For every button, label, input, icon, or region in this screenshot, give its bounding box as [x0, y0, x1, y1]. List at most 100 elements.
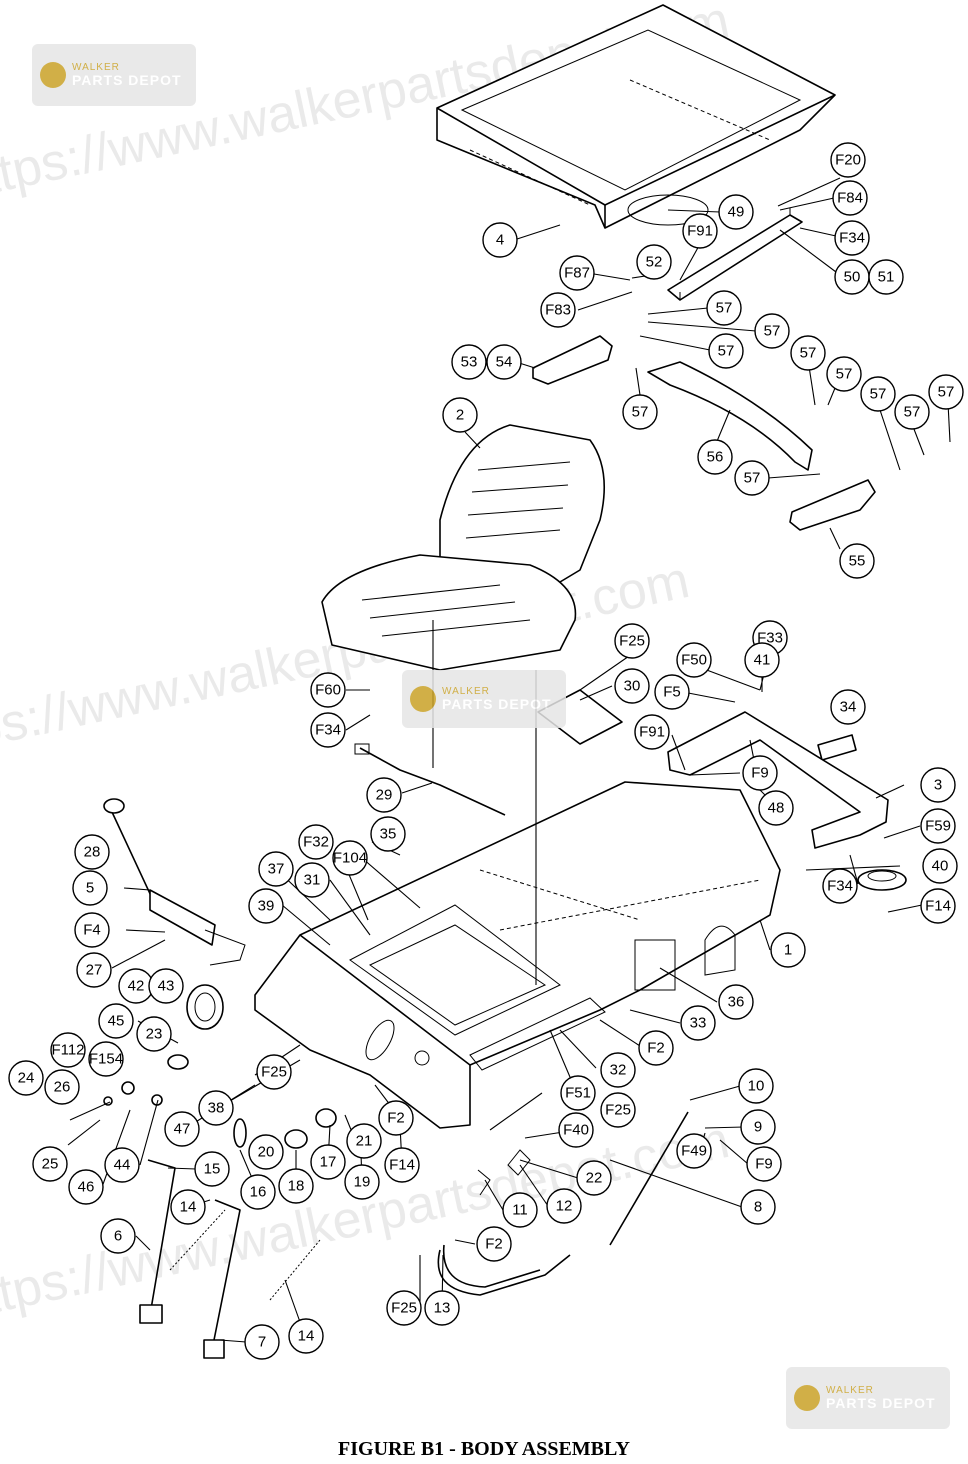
svg-text:10: 10	[748, 1078, 765, 1095]
callout-F154: F154	[88, 1041, 124, 1077]
callout-13: 13	[424, 1290, 460, 1326]
callout-5: 5	[72, 870, 108, 906]
callout-52: 52	[636, 244, 672, 280]
callout-F4: F4	[74, 912, 110, 948]
svg-text:42: 42	[128, 978, 145, 995]
callout-F60: F60	[310, 672, 346, 708]
callout-F32: F32	[298, 824, 334, 860]
svg-text:57: 57	[938, 384, 955, 401]
callout-51: 51	[868, 259, 904, 295]
svg-text:11: 11	[512, 1202, 528, 1219]
svg-text:F32: F32	[303, 834, 329, 851]
svg-text:23: 23	[146, 1026, 163, 1043]
svg-text:F25: F25	[605, 1102, 631, 1119]
callout-57b: 57	[754, 313, 790, 349]
callout-57f: 57	[860, 376, 896, 412]
svg-text:57: 57	[744, 470, 761, 487]
callout-F2b: F2	[378, 1100, 414, 1136]
svg-text:12: 12	[556, 1198, 573, 1215]
svg-text:F34: F34	[315, 722, 341, 739]
svg-text:18: 18	[288, 1178, 305, 1195]
svg-text:34: 34	[840, 699, 857, 716]
bed-tray-part	[436, 4, 836, 229]
callout-F59: F59	[920, 808, 956, 844]
svg-text:57: 57	[870, 386, 887, 403]
svg-text:51: 51	[878, 269, 895, 286]
callout-F84: F84	[832, 180, 868, 216]
pulley-part	[857, 869, 907, 891]
callout-F49: F49	[676, 1133, 712, 1169]
svg-text:F25: F25	[391, 1300, 417, 1317]
callout-F9a: F9	[742, 755, 778, 791]
pad-parts	[532, 335, 876, 531]
svg-text:45: 45	[108, 1013, 125, 1030]
lever-part	[103, 798, 246, 966]
svg-text:F9: F9	[755, 1156, 773, 1173]
badge-line2: PARTS DEPOT	[442, 696, 552, 712]
walker-logo-icon	[794, 1385, 820, 1411]
rod-cable-parts	[437, 1111, 689, 1296]
svg-text:F91: F91	[639, 724, 665, 741]
callout-34: 34	[830, 689, 866, 725]
svg-text:F84: F84	[837, 190, 863, 207]
svg-text:21: 21	[356, 1133, 373, 1150]
svg-text:57: 57	[632, 404, 649, 421]
callout-43: 43	[148, 968, 184, 1004]
callout-32: 32	[600, 1052, 636, 1088]
svg-text:F49: F49	[681, 1143, 707, 1160]
callout-16: 16	[240, 1174, 276, 1210]
svg-text:F83: F83	[545, 302, 571, 319]
svg-text:F112: F112	[51, 1042, 84, 1059]
svg-text:3: 3	[934, 777, 942, 794]
svg-text:F2: F2	[647, 1040, 665, 1057]
callout-57j: 57	[734, 460, 770, 496]
channel-part	[817, 734, 857, 761]
callout-4: 4	[482, 222, 518, 258]
callout-F2c: F2	[476, 1226, 512, 1262]
svg-text:57: 57	[836, 366, 853, 383]
svg-text:55: 55	[849, 553, 866, 570]
svg-text:35: 35	[380, 826, 397, 843]
callout-F25d: F25	[386, 1290, 422, 1326]
svg-text:57: 57	[718, 343, 735, 360]
walker-logo-icon	[410, 686, 436, 712]
svg-text:38: 38	[208, 1100, 225, 1117]
callout-12: 12	[546, 1188, 582, 1224]
callout-F2a: F2	[638, 1030, 674, 1066]
badge-line2: PARTS DEPOT	[72, 72, 182, 88]
watermark-badge-top: WALKER PARTS DEPOT	[32, 44, 196, 106]
badge-line2: PARTS DEPOT	[826, 1395, 936, 1411]
small-hardware-parts	[69, 1054, 189, 1121]
svg-text:56: 56	[707, 449, 724, 466]
callout-10: 10	[738, 1068, 774, 1104]
svg-text:F51: F51	[565, 1085, 591, 1102]
callout-18: 18	[278, 1168, 314, 1204]
callout-F25b: F25	[256, 1054, 292, 1090]
callout-57h: 57	[894, 394, 930, 430]
svg-text:26: 26	[54, 1079, 71, 1096]
callout-F5: F5	[654, 674, 690, 710]
svg-text:31: 31	[304, 872, 321, 889]
callout-55: 55	[839, 543, 875, 579]
callout-25: 25	[32, 1146, 68, 1182]
callout-57i: 57	[622, 394, 658, 430]
svg-text:F2: F2	[387, 1110, 405, 1127]
svg-text:F87: F87	[564, 265, 590, 282]
svg-text:6: 6	[114, 1228, 122, 1245]
svg-text:32: 32	[610, 1062, 627, 1079]
callout-31: 31	[294, 862, 330, 898]
svg-text:33: 33	[690, 1015, 707, 1032]
svg-text:30: 30	[624, 678, 641, 695]
callout-F34c: F34	[822, 868, 858, 904]
svg-text:15: 15	[204, 1161, 221, 1178]
callout-35: 35	[370, 816, 406, 852]
callout-F9b: F9	[746, 1146, 782, 1182]
svg-text:57: 57	[800, 345, 817, 362]
svg-text:F25: F25	[261, 1064, 287, 1081]
svg-text:F9: F9	[751, 765, 769, 782]
callout-F83: F83	[540, 292, 576, 328]
callout-38: 38	[198, 1090, 234, 1126]
callout-40: 40	[922, 848, 958, 884]
svg-text:29: 29	[376, 787, 393, 804]
svg-text:17: 17	[320, 1154, 337, 1171]
